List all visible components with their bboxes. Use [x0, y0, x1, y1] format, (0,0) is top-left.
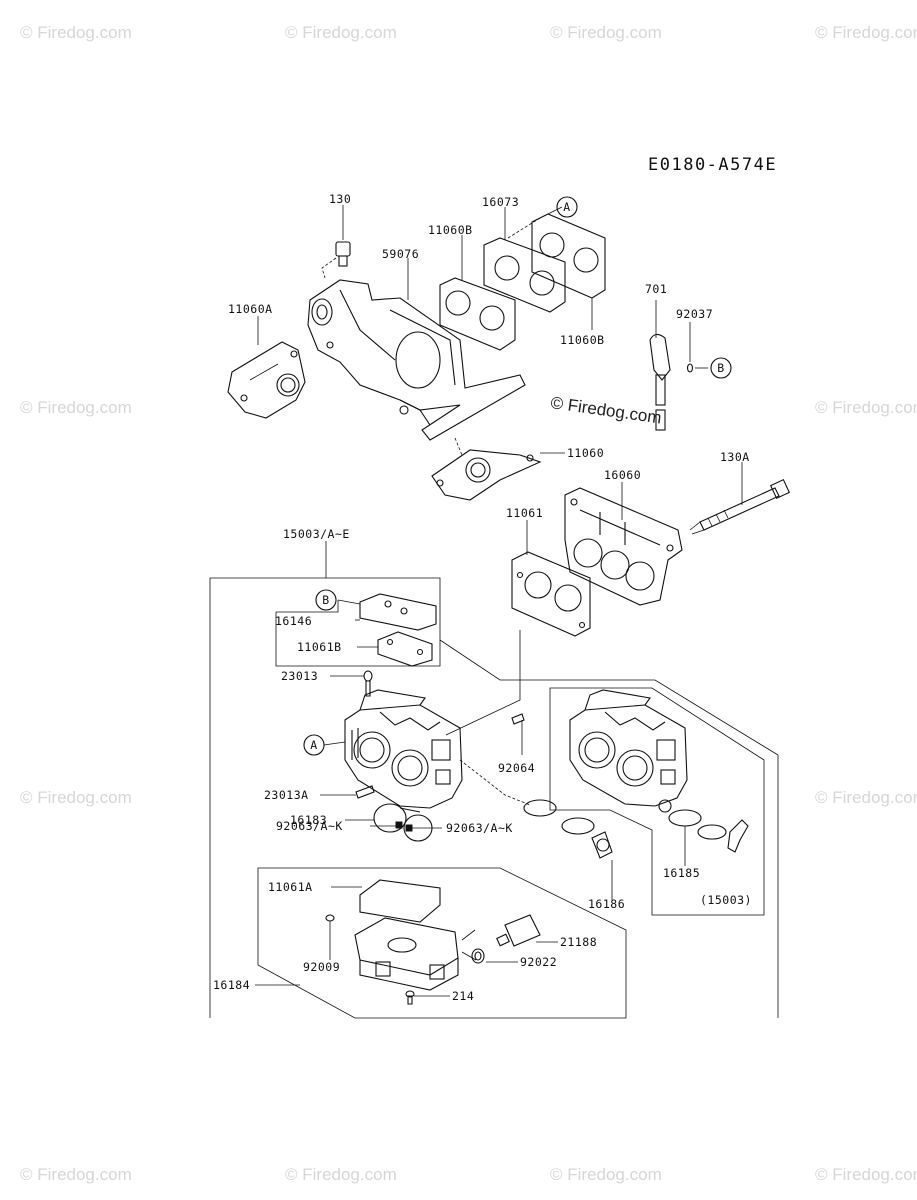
svg-text:B: B — [717, 361, 724, 375]
label-59076: 59076 — [382, 247, 419, 261]
label-15003-paren: (15003) — [700, 893, 752, 907]
label-11060: 11060 — [567, 446, 604, 460]
watermark-text: © Firedog.com — [285, 1165, 397, 1184]
watermark-text: © Firedog.com — [20, 1165, 132, 1184]
watermark-text: © Firedog.com — [550, 1165, 662, 1184]
bowl-bracket-box — [257, 867, 627, 1019]
watermark-text: © Firedog.com — [815, 1165, 917, 1184]
label-16185: 16185 — [663, 866, 700, 880]
gasket-11060b-2-shape — [531, 213, 606, 299]
carburetor-body-right-shape — [569, 689, 688, 807]
label-92063-left: 92063/A~K — [276, 819, 343, 833]
screw-23013-shape — [330, 670, 373, 697]
carburetor-assembly-frame — [209, 541, 779, 1018]
label-11061a: 11061A — [268, 880, 313, 894]
label-130a: 130A — [720, 450, 750, 464]
gasket-11061a-shape — [331, 879, 441, 923]
subassembly-15003-box — [549, 687, 765, 916]
callout-b-left: B — [315, 589, 337, 611]
center-watermark-text: © Firedog.com — [549, 393, 662, 427]
watermark-text: © Firedog.com — [550, 23, 662, 42]
gasket-11061-shape — [511, 551, 591, 637]
svg-text:B: B — [322, 593, 329, 607]
watermark-text: © Firedog.com — [20, 23, 132, 42]
spacer-16073-shape — [483, 237, 566, 313]
watermark-text: © Firedog.com — [285, 23, 397, 42]
label-16184: 16184 — [213, 978, 250, 992]
linkage-16185-shape — [658, 799, 749, 866]
gasket-11061b-shape — [357, 631, 433, 667]
screw-214-shape — [405, 990, 450, 1005]
label-130: 130 — [329, 192, 351, 206]
gasket-11060a-shape — [227, 341, 306, 419]
label-23013: 23013 — [281, 669, 318, 683]
callout-b-right: B — [710, 357, 732, 379]
svg-text:A: A — [310, 738, 317, 752]
label-214: 214 — [452, 989, 474, 1003]
hose-701-shape — [649, 300, 671, 431]
callout-a-top: A — [556, 196, 578, 218]
float-16183-shape — [345, 803, 433, 842]
watermark-text: © Firedog.com — [20, 788, 132, 807]
label-16060: 16060 — [604, 468, 641, 482]
bolt-130a-shape — [689, 478, 791, 535]
label-92063-right: 92063/A~K — [446, 821, 513, 835]
label-11061b: 11061B — [297, 640, 342, 654]
label-92022: 92022 — [520, 955, 557, 969]
callout-a-left: A — [303, 734, 346, 756]
clip-92037-shape — [686, 322, 708, 373]
bracket-box-b — [275, 600, 441, 667]
label-21188: 21188 — [560, 935, 597, 949]
screw-92009-shape — [325, 914, 335, 960]
label-16073: 16073 — [482, 195, 519, 209]
label-11061: 11061 — [506, 506, 543, 520]
jets-92063-shape — [370, 821, 442, 832]
spacer-16060-shape — [564, 487, 683, 606]
gasket-11060b-shape — [439, 277, 516, 351]
label-16146: 16146 — [275, 614, 312, 628]
watermark-text: © Firedog.com — [815, 788, 917, 807]
plate-16146-shape — [337, 593, 437, 631]
label-92064: 92064 — [498, 761, 535, 775]
watermark-text: © Firedog.com — [815, 23, 917, 42]
svg-text:A: A — [563, 200, 570, 214]
label-92009: 92009 — [303, 960, 340, 974]
label-92037: 92037 — [676, 307, 713, 321]
label-15003: 15003/A~E — [283, 527, 350, 541]
diagram-code: E0180-A574E — [648, 155, 777, 175]
label-11060b-right: 11060B — [560, 333, 605, 347]
manifold-59076-shape — [307, 279, 526, 441]
screw-23013a-shape — [320, 785, 375, 799]
washer-92022-shape — [471, 948, 518, 964]
watermark-text: © Firedog.com — [815, 398, 917, 417]
float-bowl-16184-shape — [354, 917, 477, 991]
gasket-11060-shape — [431, 449, 542, 501]
label-11060b-top: 11060B — [428, 223, 473, 237]
label-16183: 16183 — [290, 813, 327, 827]
solenoid-21188-shape — [496, 914, 558, 947]
part-labels: 130 16073 11060B 59076 11060A 11060B 701… — [213, 192, 752, 1003]
label-11060a: 11060A — [228, 302, 273, 316]
bolt-130-shape — [335, 241, 351, 267]
watermark-text: © Firedog.com — [20, 398, 132, 417]
watermarks: © Firedog.com © Firedog.com © Firedog.co… — [20, 23, 917, 1184]
linkage-16186-shape — [523, 799, 613, 900]
label-23013a: 23013A — [264, 788, 309, 802]
carburetor-body-shape — [344, 689, 463, 809]
label-16186: 16186 — [588, 897, 625, 911]
intake-manifold-group — [227, 205, 606, 501]
label-701: 701 — [645, 282, 667, 296]
screw-92064-shape — [511, 713, 525, 755]
